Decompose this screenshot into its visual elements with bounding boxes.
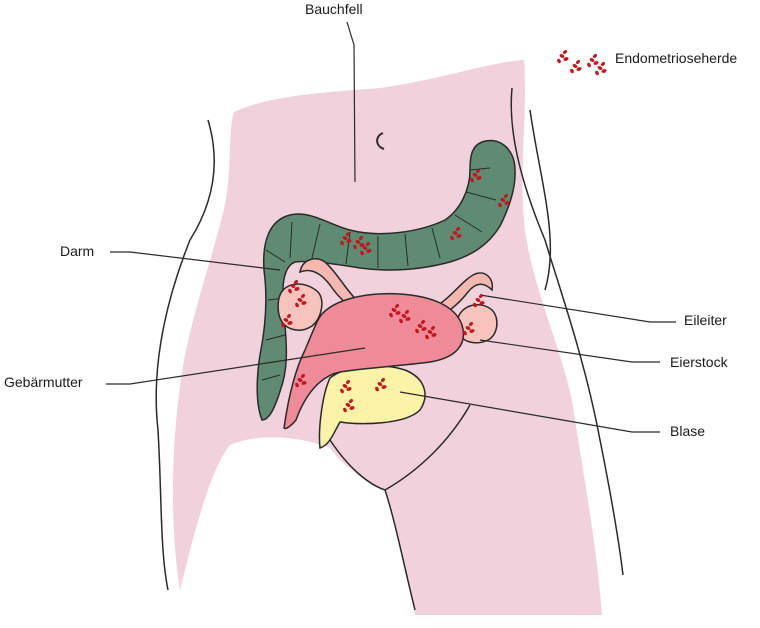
leader-line-bauchfell xyxy=(346,21,356,183)
leader-line-eierstock xyxy=(479,339,660,363)
leader-line-gebaermutter xyxy=(106,347,366,385)
leg-crease-left xyxy=(329,439,416,611)
ovary-right xyxy=(457,303,498,344)
uterus xyxy=(283,292,465,430)
label-bauchfell: Bauchfell xyxy=(305,1,363,17)
colon-segments xyxy=(261,167,497,381)
leader-line-blase xyxy=(399,391,660,433)
body-outline-left xyxy=(155,119,215,591)
label-gebaermutter: Gebärmutter xyxy=(4,374,83,390)
leader-line-eileiter xyxy=(479,294,676,323)
body-outline-inner-right xyxy=(529,109,552,291)
label-blase: Blase xyxy=(670,423,706,439)
body-outline-right xyxy=(510,87,624,576)
legend-label: Endometrioseherde xyxy=(615,50,738,66)
ovary-left xyxy=(277,283,323,331)
leg-crease-right xyxy=(384,404,471,491)
label-eileiter: Eileiter xyxy=(684,312,727,328)
label-darm: Darm xyxy=(60,243,95,259)
leader-line-darm xyxy=(110,251,281,271)
label-eierstock: Eierstock xyxy=(670,354,728,370)
endometriosis-lesion-icon xyxy=(556,49,608,76)
navel xyxy=(376,132,385,150)
